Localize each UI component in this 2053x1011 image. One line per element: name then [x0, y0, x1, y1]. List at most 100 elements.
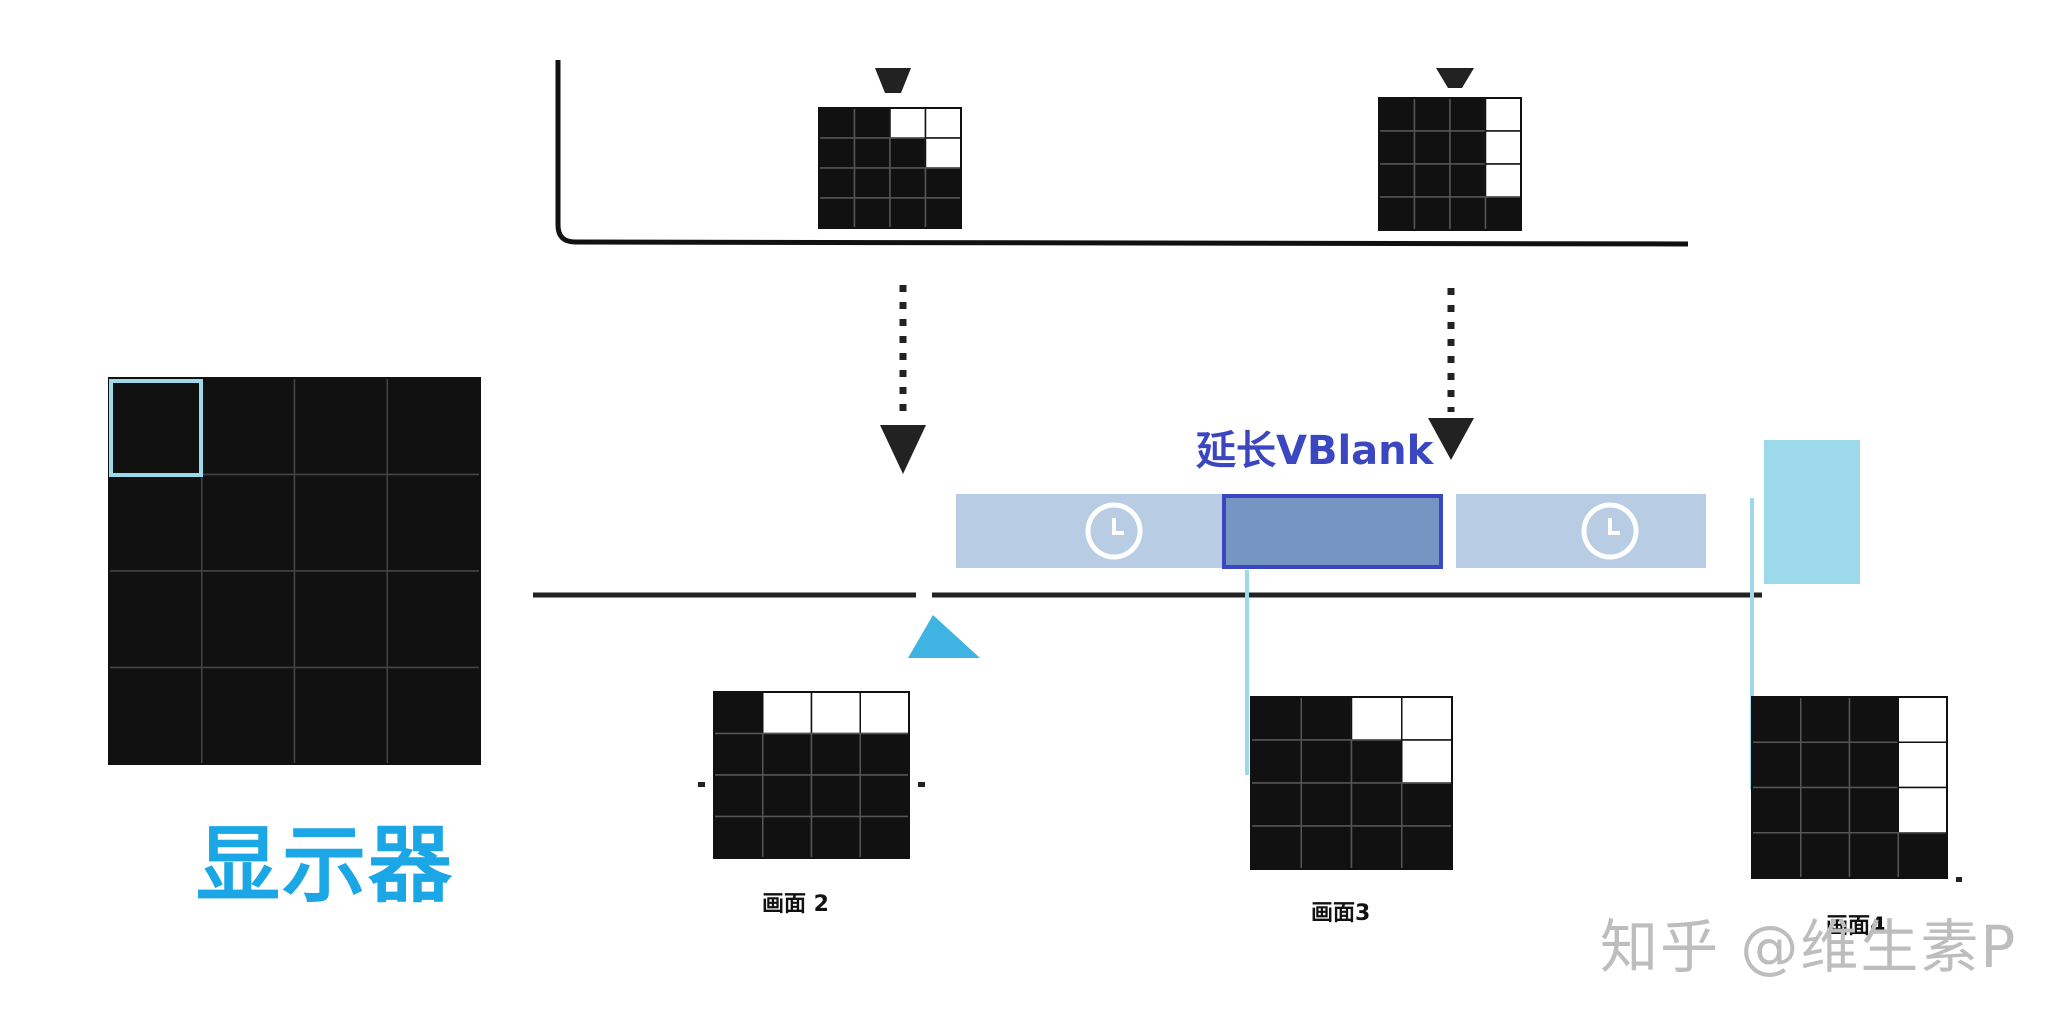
frame-3-label: 画面3 — [1311, 901, 1371, 926]
monitor-cell-1-1 — [201, 473, 296, 572]
monitor-grid — [108, 377, 481, 765]
top-frame-1 — [818, 107, 962, 229]
top-frame-1-cell-3-2 — [889, 197, 927, 229]
clock-icon — [1085, 502, 1143, 560]
frame-4-cell-2-0 — [1751, 786, 1802, 834]
frame-2-cell-1-0 — [713, 732, 764, 776]
top-bracket-line — [555, 60, 1689, 247]
dotted-arrow-2-head — [1428, 418, 1474, 460]
top-frame-2-cell-0-1 — [1413, 97, 1451, 132]
frame-4-cell-1-3 — [1897, 741, 1948, 789]
monitor-cell-0-2 — [293, 377, 388, 476]
top-frame-2-cell-3-2 — [1449, 196, 1487, 231]
frame-4-cell-3-3 — [1897, 832, 1948, 879]
bottom-frame-1 — [713, 691, 910, 859]
top-frame-2-cell-1-2 — [1449, 130, 1487, 165]
frame-2-tick-left — [698, 782, 705, 787]
frame-3-cell-3-2 — [1350, 825, 1403, 870]
frame-3-cell-1-2 — [1350, 739, 1403, 784]
frame-3-border — [1250, 696, 1453, 870]
top-frame-1-cell-2-3 — [924, 167, 962, 199]
monitor-cell-0-3 — [386, 377, 481, 476]
top-pointer-2 — [1436, 68, 1474, 88]
frame-4-cell-0-2 — [1848, 696, 1899, 743]
top-frame-2-cell-3-1 — [1413, 196, 1451, 231]
frame-2-cell-0-2 — [810, 691, 861, 735]
frame-4-border — [1751, 696, 1948, 879]
frame-3-cell-0-1 — [1300, 696, 1353, 741]
frame-4-cell-2-2 — [1848, 786, 1899, 834]
frame-3-cell-2-0 — [1250, 782, 1302, 827]
frame-2-cell-0-0 — [713, 691, 764, 735]
frame-4-tick — [1956, 877, 1962, 882]
monitor-cell-0-0 — [108, 377, 203, 476]
frame-2-cell-0-1 — [762, 691, 813, 735]
frame-3-cell-2-2 — [1350, 782, 1403, 827]
frame-2-cell-3-2 — [810, 815, 861, 859]
top-frame-2-cell-2-0 — [1378, 163, 1416, 198]
frame-2-cell-1-1 — [762, 732, 813, 776]
frame-2-border — [713, 691, 910, 859]
top-frame-1-cell-0-1 — [853, 107, 891, 139]
top-frame-1-cell-0-2 — [889, 107, 927, 139]
timeline-bar-right — [1456, 494, 1706, 568]
frame-2-tick-right — [918, 782, 925, 787]
frame-3-cell-0-3 — [1401, 696, 1453, 741]
monitor-border — [108, 377, 481, 765]
top-frame-2-cell-0-2 — [1449, 97, 1487, 132]
frame-4-cell-3-1 — [1800, 832, 1851, 879]
frame-2-label: 画面 2 — [762, 892, 829, 917]
frame-4-cell-2-3 — [1897, 786, 1948, 834]
frame-4-cell-3-2 — [1848, 832, 1899, 879]
top-pointer-1 — [875, 68, 911, 93]
clock-icon — [1581, 502, 1639, 560]
vblank-label: 延长VBlank — [1196, 428, 1434, 474]
top-frame-2-cell-0-3 — [1484, 97, 1522, 132]
top-frame-1-cell-1-1 — [853, 137, 891, 169]
frame-4-cell-3-0 — [1751, 832, 1802, 879]
top-frame-2 — [1378, 97, 1522, 231]
bottom-frame-3 — [1751, 696, 1948, 879]
monitor-cell-2-0 — [108, 570, 203, 669]
frame-4-cell-1-0 — [1751, 741, 1802, 789]
frame-4-cell-0-0 — [1751, 696, 1802, 743]
top-frame-2-cell-1-3 — [1484, 130, 1522, 165]
monitor-cell-1-3 — [386, 473, 481, 572]
top-frame-2-border — [1378, 97, 1522, 231]
monitor-scan-highlight — [109, 379, 203, 477]
frame-2-cell-2-0 — [713, 774, 764, 818]
monitor-cell-2-3 — [386, 570, 481, 669]
top-frame-2-cell-2-3 — [1484, 163, 1522, 198]
frame-4-label: 画面4 — [1826, 914, 1886, 939]
dotted-arrow-1-head — [880, 425, 926, 474]
frame-2-cell-1-2 — [810, 732, 861, 776]
frame-2-cell-3-3 — [859, 815, 910, 859]
top-frame-1-cell-0-3 — [924, 107, 962, 139]
top-frame-1-cell-3-1 — [853, 197, 891, 229]
monitor-cell-3-2 — [293, 666, 388, 765]
monitor-cell-3-0 — [108, 666, 203, 765]
frame-3-cell-1-1 — [1300, 739, 1353, 784]
top-frame-1-cell-3-0 — [818, 197, 856, 229]
top-frame-1-cell-0-0 — [818, 107, 856, 139]
frame-4-cell-2-1 — [1800, 786, 1851, 834]
top-frame-2-cell-1-1 — [1413, 130, 1451, 165]
vsync-triangle-icon — [908, 615, 980, 658]
frame-4-cell-0-1 — [1800, 696, 1851, 743]
frame-3-cell-3-0 — [1250, 825, 1302, 870]
top-frame-2-cell-2-1 — [1413, 163, 1451, 198]
monitor-cell-1-2 — [293, 473, 388, 572]
top-frame-2-cell-3-3 — [1484, 196, 1522, 231]
frame-4-cell-0-3 — [1897, 696, 1948, 743]
top-frame-2-cell-1-0 — [1378, 130, 1416, 165]
next-vsync-block — [1764, 440, 1860, 584]
monitor-label: 显示器 — [196, 816, 455, 914]
top-frame-1-cell-2-0 — [818, 167, 856, 199]
frame-3-cell-2-3 — [1401, 782, 1453, 827]
top-frame-1-cell-1-0 — [818, 137, 856, 169]
top-frame-2-cell-3-0 — [1378, 196, 1416, 231]
top-frame-1-cell-2-1 — [853, 167, 891, 199]
top-frame-1-cell-1-2 — [889, 137, 927, 169]
frame-2-cell-2-2 — [810, 774, 861, 818]
frame-2-cell-0-3 — [859, 691, 910, 735]
